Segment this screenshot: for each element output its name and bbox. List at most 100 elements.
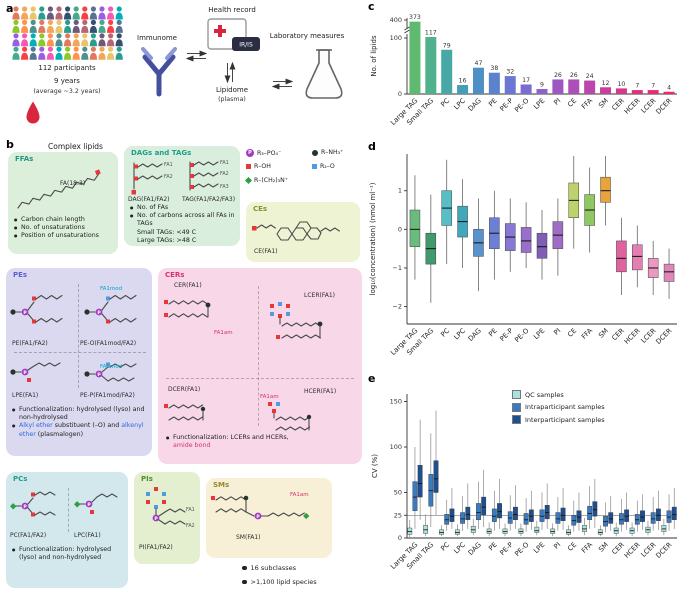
subclasses-text: 16 subclasses	[250, 564, 297, 572]
svg-text:−2: −2	[392, 303, 402, 311]
pe-divider-vertical	[78, 284, 79, 388]
cer-bullets: Functionalization: LCERs and HCERs, amid…	[166, 434, 296, 450]
cer-box: CERs CER(FA1) LCER(FA1) DCER(FA1) HCER(F…	[158, 268, 362, 464]
sm-structure: P	[211, 495, 310, 520]
key-amine: R–NH₃⁺	[312, 149, 343, 156]
svg-text:50: 50	[394, 489, 402, 497]
svg-text:PC: PC	[439, 541, 451, 553]
ffa-title: FFAs	[15, 155, 34, 163]
pi-fa2-label: FA2	[186, 523, 195, 529]
health-record-icon: IR/IS	[207, 18, 260, 51]
svg-text:4: 4	[667, 84, 671, 91]
ffa-bullet-3: Position of unsaturations	[14, 232, 114, 240]
svg-text:47: 47	[475, 60, 483, 67]
pe-bullet-2-mid: substituent (–O) and	[52, 422, 122, 430]
svg-text:P: P	[97, 310, 101, 316]
svg-text:CE: CE	[566, 97, 578, 109]
svg-text:1: 1	[398, 187, 402, 195]
lpc-label: LPC(FA1)	[74, 532, 101, 539]
svg-text:−1: −1	[392, 264, 402, 272]
pc-divider-vertical	[68, 488, 69, 532]
svg-text:P: P	[256, 514, 260, 520]
svg-text:117: 117	[425, 29, 437, 36]
svg-text:PE-O: PE-O	[513, 97, 530, 114]
svg-text:PI: PI	[552, 327, 562, 337]
pc-title: PCs	[13, 475, 28, 483]
svg-text:LPE: LPE	[532, 327, 546, 341]
dot-icon	[242, 579, 247, 585]
key-choline-label: R–(CH₂)₃N⁺	[254, 177, 289, 184]
svg-text:FFA: FFA	[580, 327, 594, 341]
svg-text:CE: CE	[566, 541, 578, 553]
svg-text:FFA: FFA	[580, 541, 594, 555]
svg-text:PE: PE	[487, 97, 499, 109]
panel-d-label: d	[368, 140, 376, 153]
dag-fa1-label: FA1	[164, 162, 173, 168]
tag-fa1-label: FA1	[220, 160, 229, 166]
svg-text:9: 9	[540, 81, 544, 88]
svg-text:79: 79	[443, 42, 451, 49]
svg-text:26: 26	[570, 72, 578, 79]
phosphate-icon: P	[246, 149, 254, 157]
panel-e-label: e	[368, 372, 376, 385]
ffa-bullet-1: Carbon chain length	[14, 216, 114, 224]
lipidome-plasma-label: (plasma)	[218, 96, 246, 103]
svg-text:400: 400	[390, 16, 402, 24]
large-tag-note: Large TAGs: >48 C	[137, 236, 197, 244]
lpe-structure: P	[10, 362, 61, 382]
dag-tag-bullets: No. of FAs No. of carbons across all FAs…	[130, 204, 236, 245]
svg-text:17: 17	[522, 77, 530, 84]
key-ether: R₂–O	[312, 163, 335, 170]
pe-p-label: PE-P(FA1mod/FA2)	[80, 392, 135, 399]
study-years-average-text: (average ~3.2 years)	[33, 88, 101, 95]
svg-text:DCER: DCER	[654, 97, 673, 116]
dag-tag-structures: FA1 FA2 FA1 FA2 FA3	[131, 160, 229, 195]
svg-text:25: 25	[394, 511, 402, 519]
dot-icon	[242, 565, 247, 571]
svg-text:PI: PI	[552, 97, 562, 107]
dag-label: DAG(FA1/FA2)	[128, 196, 170, 203]
svg-text:PE: PE	[487, 541, 499, 553]
svg-text:0: 0	[398, 225, 402, 233]
cer-label: CER(FA1)	[174, 282, 202, 289]
pi-structure: P FA1 FA2	[146, 487, 195, 529]
key-phosphate-label: R₃–PO₄⁻	[257, 149, 282, 157]
pe-o-famod-label: FA1mod	[100, 286, 123, 292]
immunome-label: Immunome	[137, 34, 177, 42]
amine-icon	[312, 149, 318, 156]
svg-text:LPC: LPC	[452, 97, 467, 112]
svg-text:SM: SM	[597, 327, 610, 340]
svg-text:38: 38	[490, 65, 498, 72]
key-hydroxyl: R–OH	[246, 163, 271, 170]
sm-title: SMs	[213, 481, 230, 489]
svg-text:PI: PI	[552, 541, 562, 551]
svg-text:150: 150	[390, 398, 402, 406]
ce-structure	[252, 221, 340, 241]
svg-text:12: 12	[602, 80, 610, 87]
participant-count-text: 112 participants	[38, 64, 96, 72]
legend-qc: QC samples	[512, 390, 605, 399]
svg-text:P: P	[23, 504, 27, 510]
legend-qc-label: QC samples	[525, 390, 564, 399]
svg-text:0: 0	[398, 534, 402, 542]
pi-fa1-label: FA1	[186, 507, 195, 513]
hcer-structure	[268, 402, 312, 431]
svg-text:P: P	[87, 502, 91, 508]
svg-text:SM: SM	[597, 541, 610, 554]
alkenyl-ether-text: alkenyl ether	[19, 422, 144, 438]
svg-text:LPC: LPC	[452, 327, 467, 342]
ce-title: CEs	[253, 205, 268, 213]
cer-title: CERs	[165, 271, 185, 279]
ir-is-text: IR/IS	[239, 42, 253, 49]
svg-text:P: P	[154, 516, 158, 522]
laboratory-measures-label: Laboratory measures	[269, 32, 345, 40]
species-note: >1,100 lipid species	[242, 578, 317, 586]
tag-fa2-label: FA2	[220, 171, 229, 177]
lipidome-label: Lipidome	[215, 86, 249, 94]
blood-drop-icon	[26, 101, 40, 124]
svg-text:PC: PC	[439, 327, 451, 339]
dag-tag-box: DAGs and TAGs FA1 FA2 FA1	[124, 146, 240, 246]
svg-text:24: 24	[586, 73, 594, 80]
